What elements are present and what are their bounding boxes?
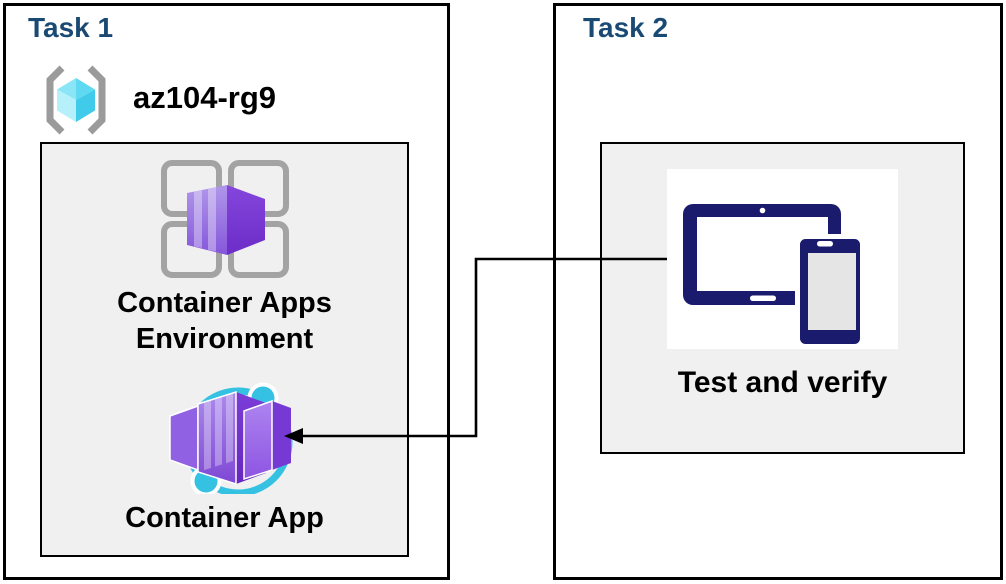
resource-group-name: az104-rg9 <box>133 80 277 115</box>
task1-box: Task 1 az104-rg9 <box>3 3 450 580</box>
task2-inner-panel: Test and verify <box>600 142 965 454</box>
devices-icon <box>683 204 865 349</box>
devices-icon-card <box>667 169 898 349</box>
container-app-icon <box>169 382 293 494</box>
task2-title: Task 2 <box>583 12 669 43</box>
task1-title: Task 1 <box>28 12 114 43</box>
task1-inner-panel: Container Apps Environment <box>40 142 409 557</box>
test-and-verify-label: Test and verify <box>677 366 888 399</box>
container-apps-environment-icon <box>161 160 289 278</box>
task2-box: Task 2 Test and verify <box>553 3 1003 580</box>
environment-label: Container Apps Environment <box>117 287 332 355</box>
resource-group-icon <box>46 65 106 135</box>
container-app-label: Container App <box>125 502 324 534</box>
